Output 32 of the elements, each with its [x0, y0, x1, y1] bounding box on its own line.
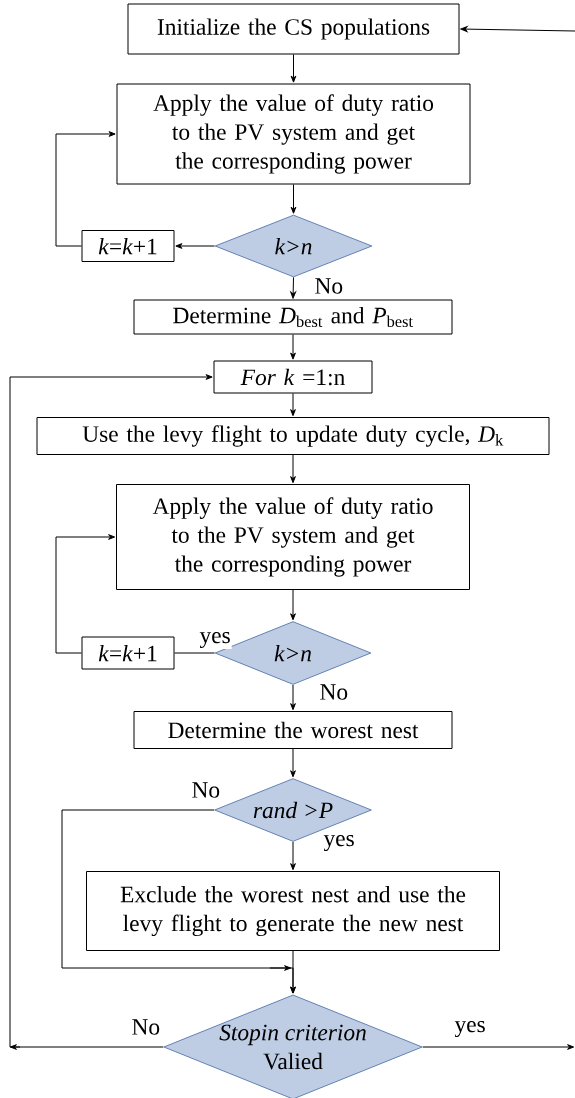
arrow — [460, 26, 575, 32]
arrow — [290, 950, 296, 994]
arrow — [290, 334, 296, 360]
arrow — [55, 131, 116, 247]
process-box: k=k+1 — [81, 636, 175, 670]
arrow — [290, 393, 296, 417]
arrow — [175, 243, 216, 249]
process-box: Determine the worest nest — [133, 711, 453, 749]
process-box: Use the levy flight to update duty cycle, D$_{k}$ — [36, 417, 550, 455]
process-box: Exclude the worest nest and use the levy flight to generate the new nest — [86, 871, 500, 951]
arrow — [290, 184, 297, 214]
edge-label: No — [130, 1018, 162, 1036]
edge-label: yes — [453, 1019, 487, 1039]
edge-label: yes — [198, 630, 232, 650]
arrow — [290, 748, 296, 778]
arrow — [55, 534, 116, 654]
process-box: Apply the value of duty ratio to the PV system and get the corresponding power — [116, 484, 470, 590]
process-box: For k =1:n — [213, 360, 373, 394]
arrow — [9, 374, 213, 1050]
arrow — [290, 841, 296, 871]
arrow — [290, 684, 296, 711]
arrow — [422, 1044, 575, 1050]
process-box: Initialize the CS populations — [127, 3, 460, 55]
arrow — [290, 454, 296, 484]
arrow — [290, 589, 296, 621]
edge-label: No — [313, 277, 345, 295]
process-box: k=k+1 — [81, 230, 175, 262]
arrow — [290, 54, 297, 83]
arrow — [290, 276, 296, 299]
edge-label: No — [318, 683, 350, 701]
process-box: Determine D$_{best}$ and P$_{best}$ — [133, 299, 453, 335]
process-box: Apply the value of duty ratio to the PV system and get the corresponding power — [116, 83, 471, 185]
